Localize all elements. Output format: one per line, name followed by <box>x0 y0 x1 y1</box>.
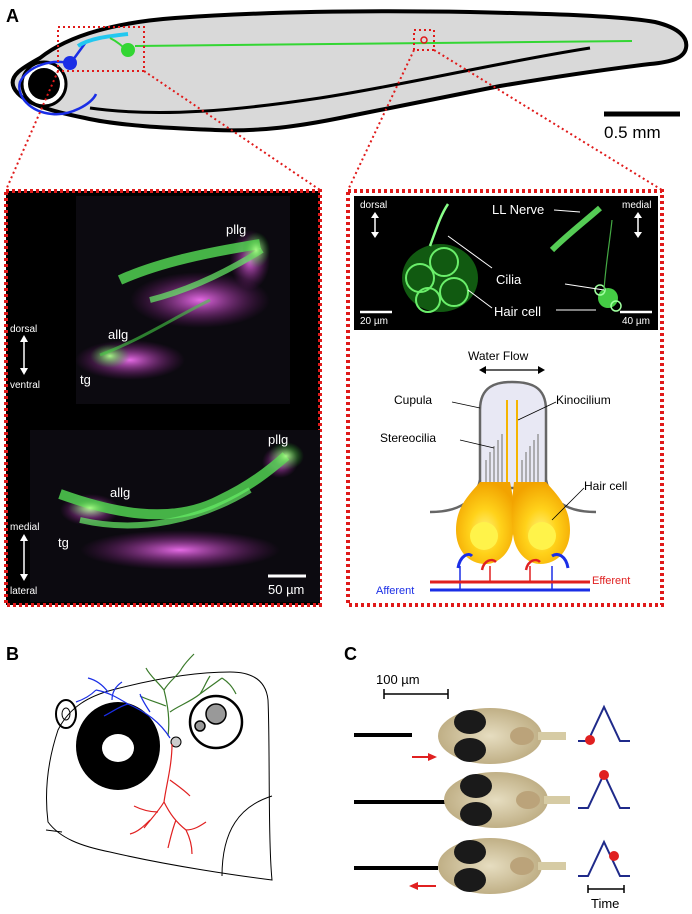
arrowhead-dorsal-down <box>371 232 379 238</box>
water-flow-head-left <box>479 366 486 374</box>
axis-arrowhead-down-top <box>20 368 28 375</box>
arrowhead-medial-down <box>634 232 642 238</box>
panel-a-letter: A <box>6 6 19 26</box>
stimulus-trace-1 <box>578 704 630 742</box>
anterior-nerve <box>18 60 98 116</box>
motion-arrowhead-3 <box>409 882 418 890</box>
nasal-pit <box>55 699 77 729</box>
leader-kinocilium <box>517 401 557 421</box>
label-allg-top: allg <box>108 327 128 342</box>
confocal-bottom-signal <box>58 442 304 570</box>
trace-marker-3 <box>609 851 619 861</box>
label-cupula: Cupula <box>394 393 432 407</box>
leader-hair-cell-1 <box>467 289 493 309</box>
trace-marker-1 <box>585 735 595 745</box>
posterior-ganglion <box>121 43 135 57</box>
label-pllg-top: pllg <box>226 222 246 237</box>
larva-3 <box>438 838 566 894</box>
axis-ventral-top: ventral <box>10 380 40 391</box>
axis-lateral-bottom: lateral <box>10 586 37 597</box>
efferent-ending-right <box>524 558 541 571</box>
gill-line <box>221 795 273 877</box>
mouth-line <box>45 829 63 833</box>
hair-cell-right-nucleus <box>528 522 556 550</box>
eye-b-lens <box>102 734 134 762</box>
larva-1 <box>438 708 566 764</box>
otic-vesicle <box>188 694 244 750</box>
label-cilia: Cilia <box>496 272 522 287</box>
leader-cilia-2 <box>564 283 605 291</box>
otolith-large <box>205 703 227 725</box>
larva-2 <box>444 772 570 828</box>
scale-label-confocal: 50 µm <box>268 582 304 597</box>
label-allg-bottom: allg <box>110 485 130 500</box>
hair-cell-left-nucleus <box>470 522 498 550</box>
otolith-small <box>194 720 206 732</box>
stereocilia-left <box>485 434 503 482</box>
label-stereocilia: Stereocilia <box>380 431 436 445</box>
zoom-box-neuromast <box>413 29 435 51</box>
axis-medial-bottom: medial <box>10 522 39 533</box>
label-40um: 40 µm <box>622 316 650 327</box>
larva-eye <box>28 68 60 100</box>
neuromast-signal <box>402 203 622 313</box>
anterior-ganglion <box>63 56 77 70</box>
label-afferent: Afferent <box>376 585 414 597</box>
panel-c-letter: C <box>344 644 357 664</box>
label-20um: 20 µm <box>360 316 388 327</box>
nasal-pit-inner <box>61 707 71 721</box>
ear-feature <box>170 736 182 748</box>
label-pllg-bottom: pllg <box>268 432 288 447</box>
axis-arrowhead-up-top <box>20 335 28 342</box>
label-medial-img: medial <box>622 200 651 211</box>
time-label: Time <box>591 896 619 911</box>
label-hair-cell-schematic: Hair cell <box>584 479 627 493</box>
arrowhead-medial-up <box>634 212 642 218</box>
label-dorsal-img: dorsal <box>360 200 387 211</box>
water-flow-head-right <box>538 366 545 374</box>
stimulus-trace-3 <box>578 839 630 877</box>
label-hair-cell-img: Hair cell <box>494 304 541 319</box>
expander-right-1 <box>347 49 415 191</box>
confocal-top-signal <box>75 230 270 380</box>
label-tg-bottom: tg <box>58 535 69 550</box>
nerve-tree-green <box>139 653 237 737</box>
efferent-ending-left <box>480 558 497 571</box>
larva-outline <box>10 9 689 133</box>
scale-label-c: 100 µm <box>376 672 420 687</box>
stereocilia-right <box>521 434 539 482</box>
nerve-tree-red <box>129 743 207 855</box>
leader-ll-nerve <box>553 209 581 213</box>
motion-arrowhead-1 <box>428 753 437 761</box>
neuromast-dot <box>420 36 428 44</box>
leader-stereocilia <box>459 439 495 449</box>
arrowhead-dorsal-up <box>371 212 379 218</box>
label-kinocilium: Kinocilium <box>556 393 611 407</box>
leader-hair-cell-schematic <box>551 487 585 521</box>
scale-label-a: 0.5 mm <box>604 123 661 142</box>
afferent-ending-right <box>551 553 570 569</box>
label-ll-nerve: LL Nerve <box>492 202 544 217</box>
expander-left-2 <box>143 70 321 191</box>
nerve-tree-blue <box>75 677 171 739</box>
panel-b-letter: B <box>6 644 19 664</box>
afferent-ending-left <box>456 553 474 569</box>
axis-arrowhead-down-bottom <box>20 574 28 581</box>
axis-arrowhead-up-bottom <box>20 534 28 541</box>
axis-dorsal-top: dorsal <box>10 324 37 335</box>
posterior-lateral-line <box>134 40 633 47</box>
label-water-flow: Water Flow <box>468 349 529 363</box>
label-tg-top: tg <box>80 372 91 387</box>
expander-left-1 <box>5 70 59 191</box>
trace-marker-2 <box>599 770 609 780</box>
trigeminal-cyan <box>76 32 129 48</box>
leader-cupula <box>451 401 481 409</box>
larva-inner-line <box>89 46 591 115</box>
leader-cilia-1 <box>447 235 493 269</box>
label-efferent: Efferent <box>592 575 630 587</box>
